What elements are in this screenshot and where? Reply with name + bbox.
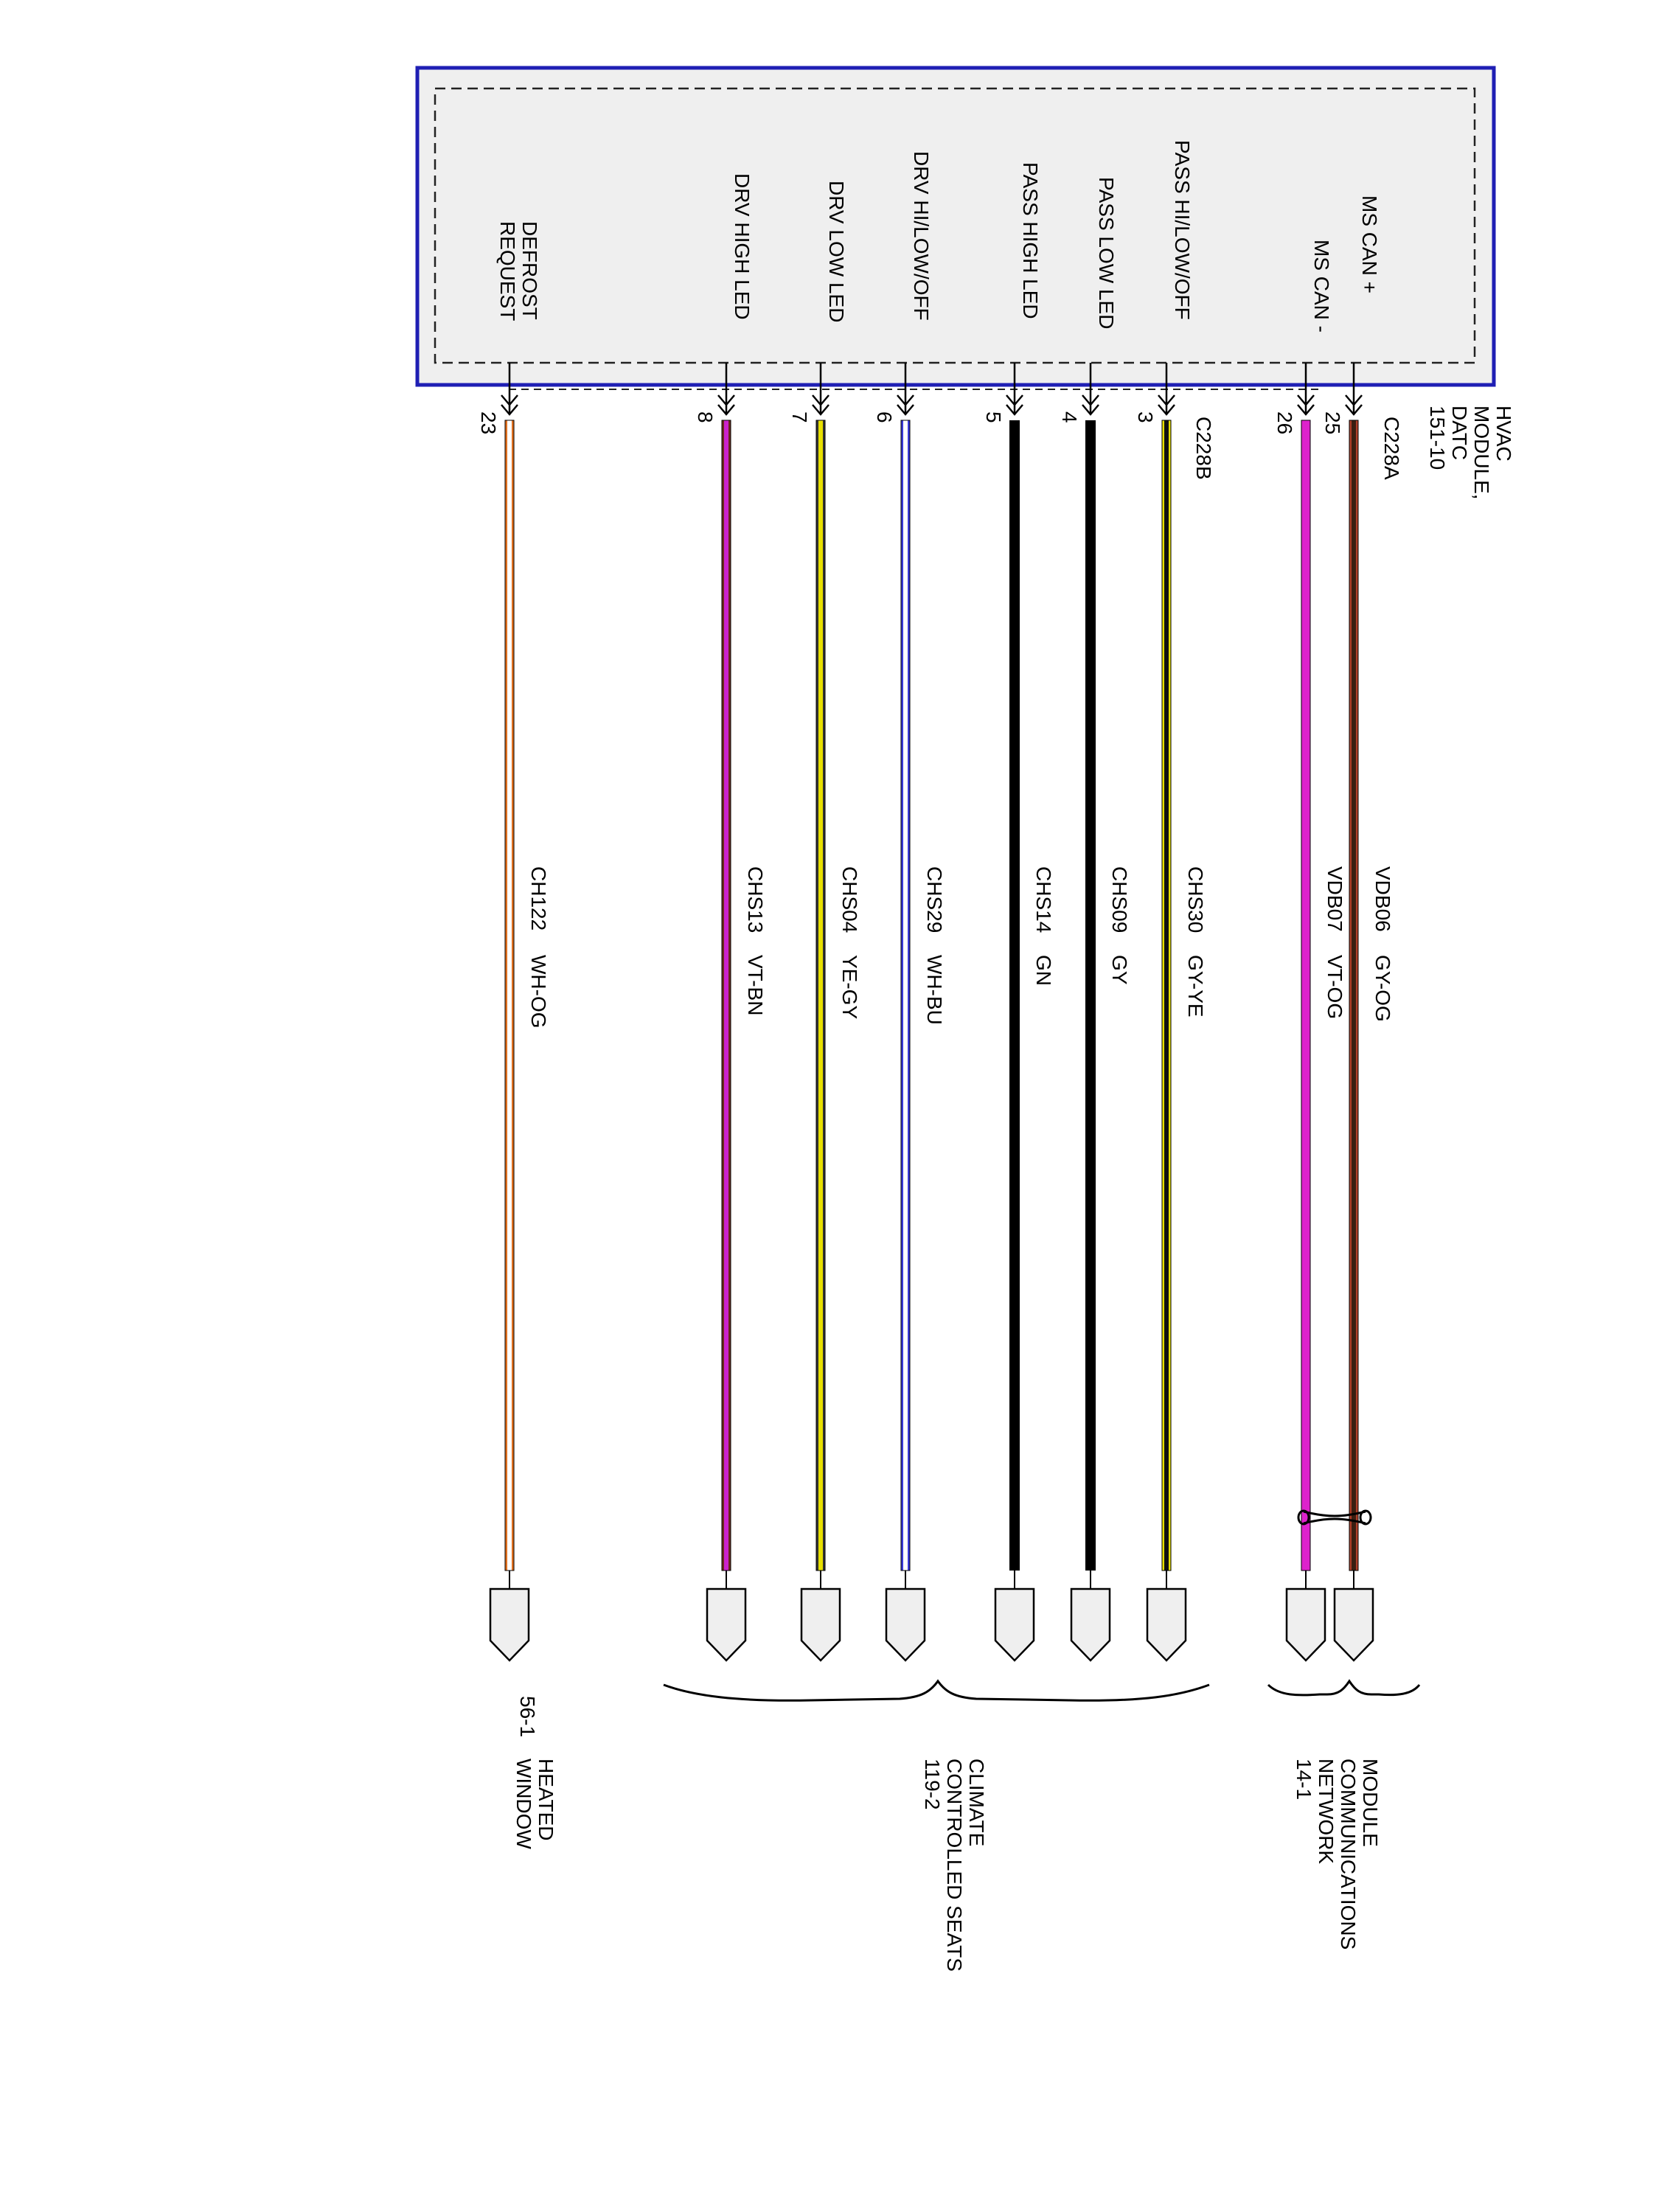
destination-climate-controlled-seats: CLIMATE CONTROLLED SEATS 119-2 bbox=[921, 1759, 988, 1978]
wire-color-26: VT-OG bbox=[1324, 955, 1346, 1019]
pin-label-5: PASS HIGH LED bbox=[1019, 162, 1042, 319]
terminal-23 bbox=[489, 1587, 530, 1662]
brace-communications-network bbox=[1267, 1679, 1421, 1697]
circuit-id-25: VDB06 bbox=[1371, 866, 1394, 932]
pin-number-23: 23 bbox=[477, 411, 500, 434]
module-inner-dashed-border bbox=[434, 87, 1476, 364]
wire-color-6: WH-BU bbox=[923, 955, 946, 1025]
pin-label-7: DRV LOW LED bbox=[825, 181, 848, 322]
hvac-module bbox=[415, 66, 1496, 390]
pin-number-7: 7 bbox=[788, 411, 811, 423]
wire-color-25: GY-OG bbox=[1371, 955, 1394, 1022]
connector-chevron-5 bbox=[1006, 394, 1023, 416]
wire-color-4: GY bbox=[1108, 955, 1131, 985]
connector-chevron-7 bbox=[812, 394, 830, 416]
circuit-id-5: CHS14 bbox=[1032, 866, 1055, 933]
pin-number-8: 8 bbox=[694, 411, 717, 423]
pin-number-3: 3 bbox=[1134, 411, 1157, 423]
connector-chevron-26 bbox=[1297, 394, 1315, 416]
wire-color-5: GN bbox=[1032, 955, 1055, 986]
pin-label-8: DRV HIGH LED bbox=[731, 173, 754, 320]
circuit-id-6: CHS29 bbox=[923, 866, 946, 933]
wire-color-7: YE-GY bbox=[838, 955, 861, 1019]
pin-number-26: 26 bbox=[1273, 411, 1296, 434]
pin-label-26: MS CAN - bbox=[1310, 240, 1333, 333]
connector-chevron-6 bbox=[897, 394, 914, 416]
module-name: HVAC MODULE, DATC 151-10 bbox=[1426, 406, 1515, 505]
circuit-id-4: CHS09 bbox=[1108, 866, 1131, 933]
wire-base-4 bbox=[1085, 420, 1096, 1571]
pin-number-4: 4 bbox=[1058, 411, 1081, 423]
wire-color-23: WH-OG bbox=[527, 955, 550, 1029]
connector-chevron-8 bbox=[717, 394, 735, 416]
terminal-4 bbox=[1070, 1587, 1111, 1662]
connector-chevron-25 bbox=[1345, 394, 1363, 416]
pin-label-6: DRV HI/LOW/OFF bbox=[910, 151, 933, 321]
connector-chevron-23 bbox=[501, 394, 518, 416]
circuit-id-26: VDB07 bbox=[1324, 866, 1346, 932]
wire-stripe-26 bbox=[1304, 420, 1308, 1571]
connector-id-c228b: C228B bbox=[1192, 417, 1215, 480]
pin-label-25: MS CAN + bbox=[1358, 195, 1381, 293]
circuit-id-8: CHS13 bbox=[744, 866, 767, 933]
wire-stripe-3 bbox=[1164, 420, 1169, 1571]
pin-label-23: DEFROSTREQUEST bbox=[496, 221, 541, 321]
wire-color-3: GY-YE bbox=[1184, 955, 1207, 1018]
pin-number-6: 6 bbox=[873, 411, 896, 423]
destination-heated-window: HEATED WINDOW bbox=[512, 1759, 557, 1849]
terminal-25 bbox=[1333, 1587, 1374, 1662]
wire-stripe-7 bbox=[818, 420, 823, 1571]
terminal-8 bbox=[706, 1587, 747, 1662]
destination-communications-network: MODULE COMMUNICATIONS NETWORK 14-1 bbox=[1293, 1759, 1382, 1955]
connector-chevron-3 bbox=[1158, 394, 1175, 416]
pin-label-4: PASS LOW LED bbox=[1095, 177, 1118, 329]
terminal-3 bbox=[1146, 1587, 1187, 1662]
pin-label-3: PASS HI/LOW/OFF bbox=[1171, 140, 1194, 320]
destination-heated-window-ref: 56-1 bbox=[516, 1696, 539, 1737]
terminal-5 bbox=[994, 1587, 1035, 1662]
terminal-26 bbox=[1285, 1587, 1326, 1662]
wire-stripe-8 bbox=[724, 420, 728, 1571]
pin-number-25: 25 bbox=[1321, 411, 1344, 434]
terminal-6 bbox=[885, 1587, 926, 1662]
wire-color-8: VT-BN bbox=[744, 955, 767, 1015]
wire-stripe-23 bbox=[507, 420, 512, 1571]
twisted-pair-marker bbox=[1297, 1509, 1372, 1526]
brace-climate-seats bbox=[663, 1679, 1210, 1702]
circuit-id-3: CHS30 bbox=[1184, 866, 1207, 933]
connector-chevron-4 bbox=[1082, 394, 1099, 416]
wire-stripe-25 bbox=[1352, 420, 1356, 1571]
wire-stripe-6 bbox=[903, 420, 908, 1571]
connector-id-c228a: C228A bbox=[1380, 417, 1403, 480]
pin-number-5: 5 bbox=[982, 411, 1005, 423]
circuit-id-7: CHS04 bbox=[838, 866, 861, 933]
circuit-id-23: CH122 bbox=[527, 866, 550, 931]
module-box bbox=[415, 66, 1496, 387]
wire-base-5 bbox=[1009, 420, 1020, 1571]
terminal-7 bbox=[800, 1587, 841, 1662]
